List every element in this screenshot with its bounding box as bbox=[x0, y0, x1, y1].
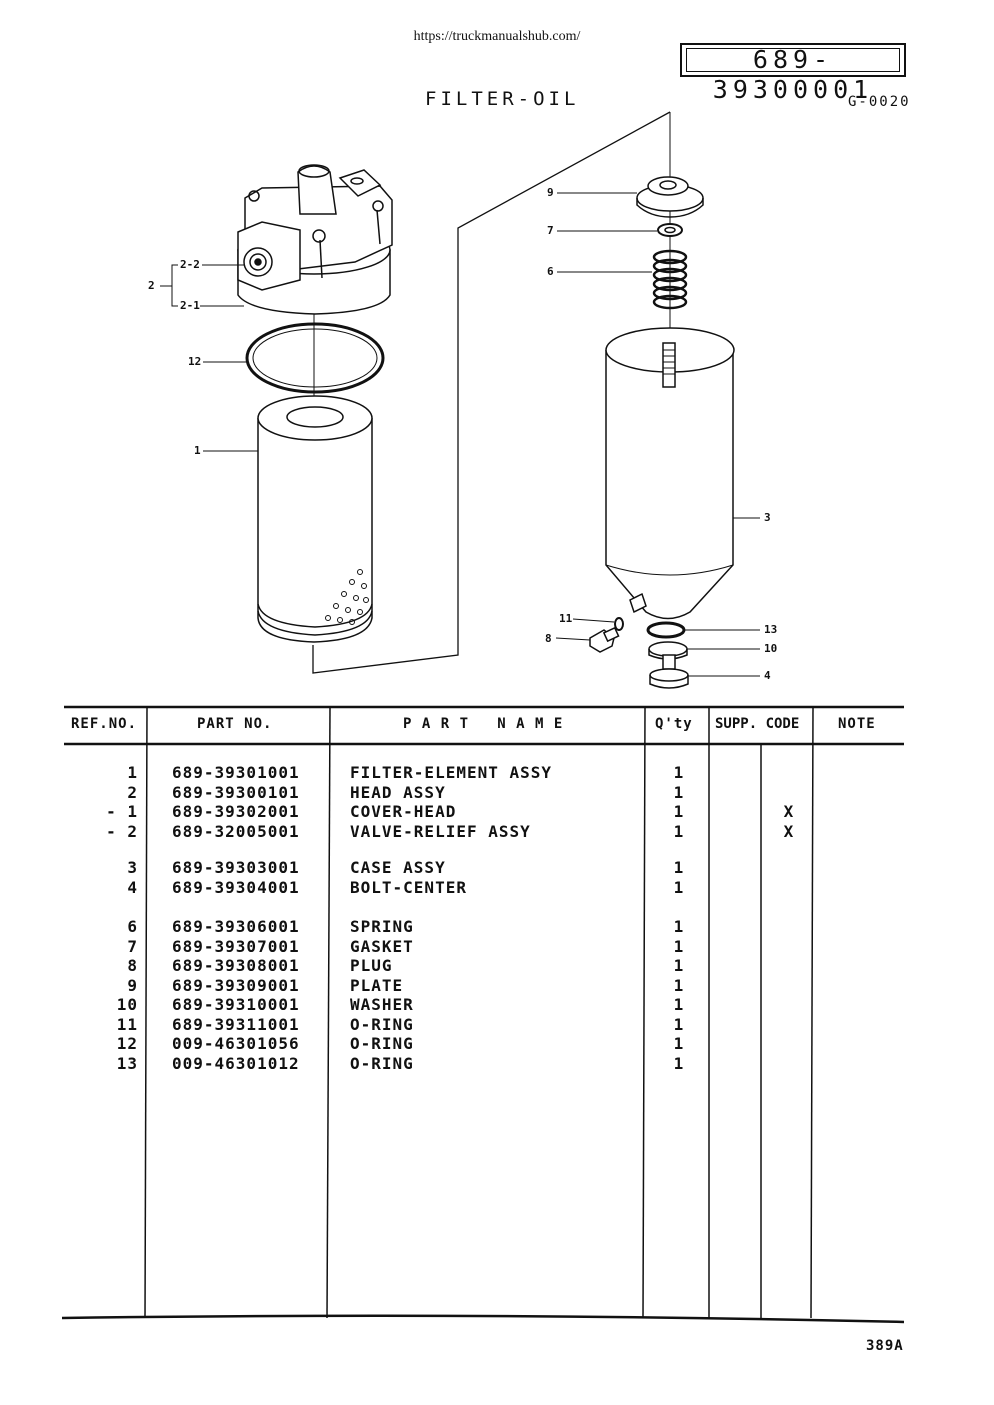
callout-label: 2 bbox=[148, 279, 155, 292]
col-header-supp-code: SUPP. CODE bbox=[715, 716, 800, 732]
ref-no-cell: - 2 bbox=[106, 821, 138, 841]
o-ring-13-illustration bbox=[646, 621, 686, 639]
qty-cell: 1 bbox=[673, 975, 685, 995]
part-name-cell: COVER-HEAD bbox=[350, 802, 457, 821]
part-no-cell: 689-39307001 bbox=[172, 936, 300, 956]
supp-code-cell: X bbox=[783, 821, 795, 841]
qty-cell: 1 bbox=[673, 763, 685, 782]
qty-cell: 1 bbox=[673, 995, 685, 1014]
qty-cell: 1 bbox=[673, 802, 685, 821]
callout-label: 2-1 bbox=[180, 299, 200, 312]
parts-table-grid bbox=[61, 705, 905, 1324]
qty-cell: 1 bbox=[673, 782, 685, 802]
part-name-cell: PLATE bbox=[350, 975, 404, 995]
page-title: FILTER-OIL bbox=[425, 88, 580, 110]
part-name-cell: GASKET bbox=[350, 936, 414, 956]
qty-cell: 1 bbox=[673, 956, 685, 975]
ref-no-cell: 1 bbox=[127, 763, 138, 782]
col-header-part-name: P A R T N A M E bbox=[403, 716, 564, 732]
part-no-cell: 689-39306001 bbox=[172, 917, 300, 936]
o-ring-11-illustration bbox=[614, 617, 624, 631]
part-no-cell: 009-46301056 bbox=[172, 1034, 300, 1053]
part-no-cell: 689-39302001 bbox=[172, 802, 300, 821]
part-no-cell: 689-39300101 bbox=[172, 782, 300, 802]
ref-no-cell: - 1 bbox=[106, 802, 138, 821]
qty-cell: 1 bbox=[673, 1053, 685, 1073]
col-header-ref-no: REF.NO. bbox=[71, 716, 138, 732]
col-header-qty: Q'ty bbox=[655, 716, 693, 732]
callout-label: 1 bbox=[194, 444, 201, 457]
assembly-divider-line bbox=[312, 111, 671, 674]
source-url: https://truckmanualshub.com/ bbox=[413, 29, 581, 44]
ref-no-cell: 2 bbox=[127, 782, 138, 802]
ref-no-cell: 6 bbox=[127, 917, 138, 936]
ref-no-cell: 7 bbox=[127, 936, 138, 956]
part-name-cell: VALVE-RELIEF ASSY bbox=[350, 821, 531, 841]
part-name-cell: SPRING bbox=[350, 917, 414, 936]
part-no-cell: 689-39310001 bbox=[172, 995, 300, 1014]
part-name-cell: O-RING bbox=[350, 1053, 414, 1073]
qty-cell: 1 bbox=[673, 877, 685, 897]
part-no-cell: 009-46301012 bbox=[172, 1053, 300, 1073]
spring-6-illustration bbox=[652, 249, 688, 310]
qty-cell: 1 bbox=[673, 1034, 685, 1053]
page-number: 389A bbox=[866, 1338, 904, 1354]
filter-element-illustration bbox=[257, 395, 373, 643]
leader-lines bbox=[160, 192, 760, 677]
part-name-cell: CASE ASSY bbox=[350, 858, 446, 877]
ref-no-cell: 12 bbox=[116, 1034, 138, 1053]
case-assy-illustration bbox=[605, 327, 735, 620]
col-header-note: NOTE bbox=[838, 716, 876, 732]
part-name-cell: WASHER bbox=[350, 995, 414, 1014]
callout-label: 8 bbox=[545, 632, 552, 645]
callout-label: 2-2 bbox=[180, 258, 200, 271]
part-no-cell: 689-39303001 bbox=[172, 858, 300, 877]
ref-no-cell: 13 bbox=[116, 1053, 138, 1073]
part-no-cell: 689-39311001 bbox=[172, 1014, 300, 1034]
callout-label: 6 bbox=[547, 265, 554, 278]
part-name-cell: FILTER-ELEMENT ASSY bbox=[350, 763, 553, 782]
qty-cell: 1 bbox=[673, 821, 685, 841]
callout-label: 3 bbox=[764, 511, 771, 524]
part-no-cell: 689-39308001 bbox=[172, 956, 300, 975]
part-name-cell: HEAD ASSY bbox=[350, 782, 446, 802]
qty-cell: 1 bbox=[673, 936, 685, 956]
bolt-center-4-illustration bbox=[649, 654, 689, 689]
part-no-cell: 689-39309001 bbox=[172, 975, 300, 995]
part-no-cell: 689-39304001 bbox=[172, 877, 300, 897]
o-ring-12-illustration bbox=[245, 322, 385, 394]
ref-no-cell: 8 bbox=[127, 956, 138, 975]
gasket-7-illustration bbox=[657, 223, 683, 237]
part-name-cell: O-RING bbox=[350, 1014, 414, 1034]
part-name-cell: BOLT-CENTER bbox=[350, 877, 467, 897]
qty-cell: 1 bbox=[673, 858, 685, 877]
callout-label: 7 bbox=[547, 224, 554, 237]
part-no-cell: 689-32005001 bbox=[172, 821, 300, 841]
callout-label: 13 bbox=[764, 623, 778, 636]
part-name-cell: PLUG bbox=[350, 956, 393, 975]
ref-no-cell: 11 bbox=[116, 1014, 138, 1034]
qty-cell: 1 bbox=[673, 917, 685, 936]
ref-no-cell: 10 bbox=[116, 995, 138, 1014]
supp-code-cell: X bbox=[783, 802, 795, 821]
plug-8-illustration bbox=[589, 626, 620, 653]
callout-label: 9 bbox=[547, 186, 554, 199]
callout-label: 4 bbox=[764, 669, 771, 682]
document-number: 689-39300001 bbox=[680, 43, 906, 104]
qty-cell: 1 bbox=[673, 1014, 685, 1034]
part-no-cell: 689-39301001 bbox=[172, 763, 300, 782]
callout-label: 12 bbox=[188, 355, 202, 368]
group-code: G-0020 bbox=[848, 94, 911, 110]
ref-no-cell: 3 bbox=[127, 858, 138, 877]
part-name-cell: O-RING bbox=[350, 1034, 414, 1053]
ref-no-cell: 9 bbox=[127, 975, 138, 995]
plate-9-illustration bbox=[636, 176, 704, 218]
col-header-part-no: PART NO. bbox=[197, 716, 273, 732]
ref-no-cell: 4 bbox=[127, 877, 138, 897]
callout-label: 10 bbox=[764, 642, 778, 655]
callout-label: 11 bbox=[559, 612, 573, 625]
head-assy-illustration bbox=[237, 164, 393, 315]
